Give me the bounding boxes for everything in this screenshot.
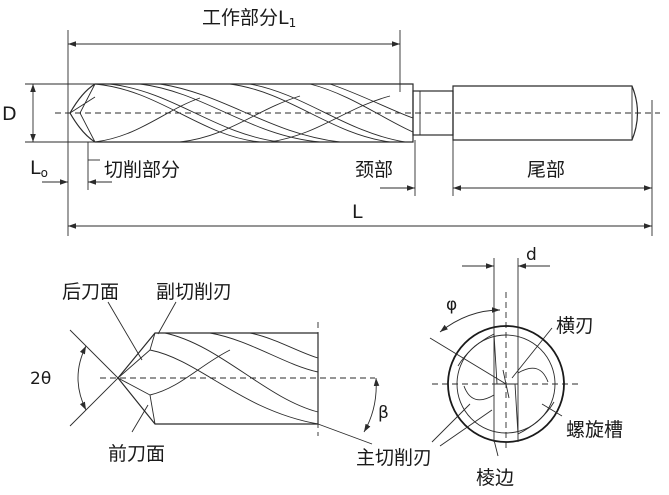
chisel-edge-leader: [511, 327, 553, 379]
l0-label: Lo: [30, 157, 48, 180]
flute-label: 螺旋槽: [566, 419, 623, 441]
point-angle-label: 2θ: [30, 369, 51, 389]
outer-circle: [447, 325, 565, 443]
point-angle-arc: [77, 345, 87, 411]
flank-face-leader: [107, 301, 143, 361]
rake-face-label: 前刀面: [108, 443, 165, 465]
tip-facets: [117, 332, 156, 425]
drill-flutes: [94, 83, 414, 143]
end-view-spiral-1: [517, 367, 549, 383]
tip-outline: [117, 332, 319, 425]
secondary-edge-label: 副切削刃: [156, 281, 232, 303]
total-length-label: L: [352, 201, 363, 223]
helix-angle-label: β: [378, 403, 389, 423]
inner-circle: [456, 334, 556, 434]
drill-point-edges: [69, 83, 96, 143]
phi-angle-arc: [439, 307, 501, 333]
secondary-edge-leader: [157, 301, 177, 335]
drill-side-view: 工作部分L1 D Lo 切削部分 颈部 尾部 L: [2, 7, 660, 236]
neck-label: 颈部: [355, 159, 393, 181]
dimension-extension-lines: [25, 30, 653, 236]
end-view-spiral-2: [463, 385, 495, 401]
main-edge-leader-2: [439, 409, 493, 447]
working-part-label: 工作部分L1: [202, 7, 296, 30]
drill-end-view: d φ 横刃 螺旋槽 主切削刃 棱边: [356, 245, 623, 489]
end-view-flute-1: [457, 333, 498, 385]
end-view-flute-2: [514, 383, 555, 435]
chisel-edge-label: 横刃: [556, 315, 594, 337]
rake-face-leader: [131, 404, 149, 433]
cutting-part-label: 切削部分: [104, 159, 180, 181]
land-label: 棱边: [476, 467, 514, 489]
tip-flutes: [149, 332, 319, 425]
flute-leader: [541, 403, 563, 417]
diameter-label: D: [2, 103, 17, 125]
drill-tip-view: 2θ β 后刀面 副切削刃 前刀面: [30, 281, 389, 465]
phi-label: φ: [446, 295, 457, 315]
land-leader: [493, 439, 499, 457]
helix-angle-arc: [363, 377, 380, 433]
main-edge-leader-1: [431, 403, 471, 443]
web-thickness-label: d: [526, 245, 537, 265]
tail-label: 尾部: [527, 159, 565, 181]
main-edge-label: 主切削刃: [356, 447, 432, 469]
flank-face-label: 后刀面: [62, 281, 119, 303]
